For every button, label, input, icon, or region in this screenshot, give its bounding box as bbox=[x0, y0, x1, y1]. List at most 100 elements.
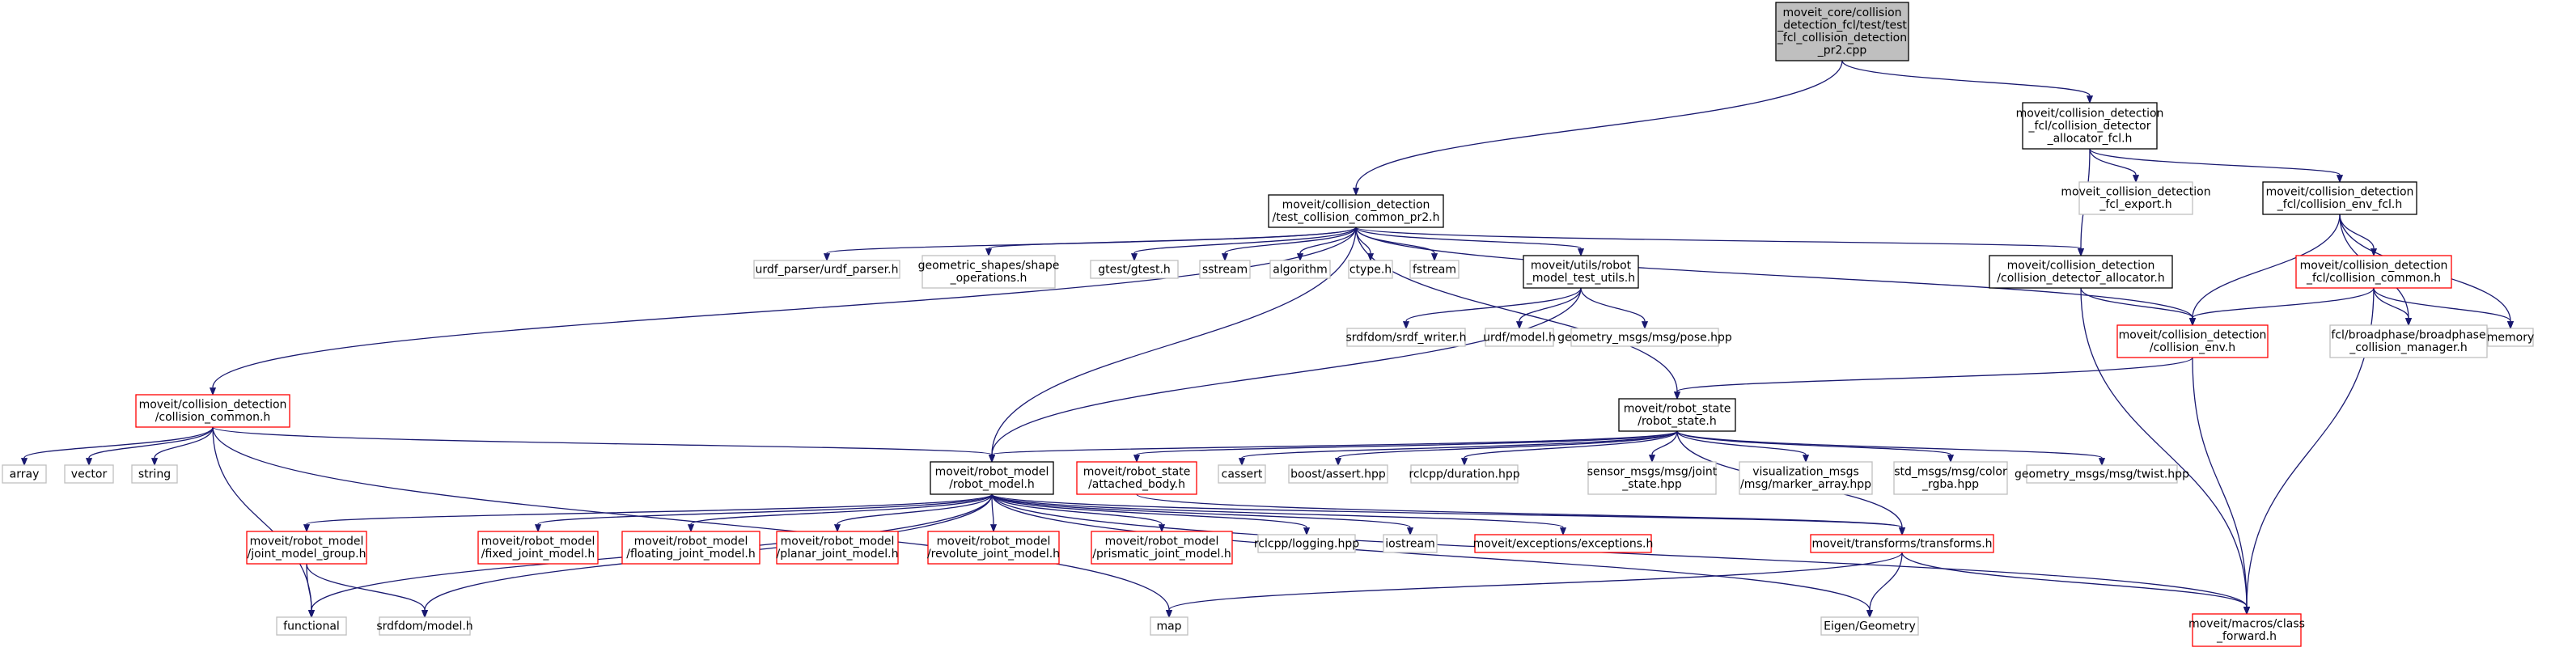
edge-line bbox=[1841, 60, 2091, 96]
edge-line bbox=[991, 493, 1564, 528]
node-allocfcl[interactable]: moveit/collision_detection_fcl/collision… bbox=[2016, 102, 2164, 150]
edge-line bbox=[837, 493, 993, 525]
node-ctype[interactable]: ctype.h bbox=[1348, 260, 1393, 279]
node-array[interactable]: array bbox=[2, 464, 47, 484]
node-exceptions[interactable]: moveit/exceptions/exceptions.h bbox=[1473, 534, 1654, 553]
node-collcommon[interactable]: moveit/collision_detection/collision_com… bbox=[135, 394, 290, 428]
node-srdfwriter[interactable]: srdfdom/srdf_writer.h bbox=[1345, 328, 1467, 347]
node-box bbox=[2116, 324, 2269, 358]
edge-detalloc-to-collenv bbox=[2080, 287, 2197, 327]
edge-arrowhead bbox=[1515, 321, 1523, 330]
node-vector[interactable]: vector bbox=[64, 464, 114, 484]
node-floating[interactable]: moveit/robot_model/floating_joint_model.… bbox=[621, 531, 761, 565]
node-gtest[interactable]: gtest/gtest.h bbox=[1090, 260, 1179, 279]
node-envfcl[interactable]: moveit/collision_detection_fcl/collision… bbox=[2262, 181, 2417, 215]
node-box bbox=[1810, 534, 1994, 553]
node-label-line: functional bbox=[283, 620, 340, 633]
node-label-line: moveit/collision_detection bbox=[2016, 107, 2164, 120]
node-urdfparser[interactable]: urdf_parser/urdf_parser.h bbox=[753, 260, 900, 279]
edge-collcommon-to-map bbox=[212, 426, 1173, 619]
node-box bbox=[1076, 461, 1197, 495]
node-robotmodel[interactable]: moveit/robot_model/robot_model.h bbox=[930, 461, 1054, 495]
node-string[interactable]: string bbox=[131, 464, 178, 484]
node-memory[interactable]: memory bbox=[2487, 328, 2535, 347]
node-fclcommon[interactable]: moveit/collision_detection_fcl/collision… bbox=[2295, 255, 2452, 289]
node-rcllogging[interactable]: rclcpp/logging.hpp bbox=[1254, 534, 1359, 553]
node-map[interactable]: map bbox=[1150, 616, 1188, 636]
node-algorithm[interactable]: algorithm bbox=[1269, 260, 1331, 279]
node-planar[interactable]: moveit/robot_model/planar_joint_model.h bbox=[776, 531, 899, 565]
node-iostream[interactable]: iostream bbox=[1383, 534, 1438, 553]
node-box bbox=[379, 616, 471, 636]
edge-arrowhead bbox=[150, 458, 159, 467]
node-sensorjoint[interactable]: sensor_msgs/msg/joint_state.hpp bbox=[1587, 461, 1718, 495]
node-label-line: _fcl/collision_env_fcl.h bbox=[2277, 198, 2402, 211]
node-prismatic[interactable]: moveit/robot_model/prismatic_joint_model… bbox=[1091, 531, 1233, 565]
edge-line bbox=[1355, 226, 1582, 249]
node-stdcolor[interactable]: std_msgs/msg/color_rgba.hpp bbox=[1893, 461, 2008, 495]
edge-line bbox=[306, 563, 312, 611]
edge-testcommon-to-sstream bbox=[1221, 226, 1357, 262]
node-jmg[interactable]: moveit/robot_model/joint_model_group.h bbox=[246, 531, 367, 565]
node-testcommon[interactable]: moveit/collision_detection/test_collisio… bbox=[1268, 194, 1444, 228]
node-box bbox=[1893, 461, 2008, 495]
edge-robotmodel-to-revolute bbox=[989, 493, 998, 533]
edge-fclcommon-to-collenv bbox=[2188, 287, 2375, 327]
edge-arrowhead bbox=[2506, 321, 2515, 330]
edge-robotmodel-to-transforms bbox=[991, 493, 1906, 536]
edge-line bbox=[212, 426, 993, 455]
node-root: moveit_core/collision_detection_fcl/test… bbox=[1775, 2, 1909, 61]
node-label-line: /floating_joint_model.h bbox=[626, 548, 755, 561]
node-fixed[interactable]: moveit/robot_model/fixed_joint_model.h bbox=[477, 531, 599, 565]
node-box bbox=[1150, 616, 1188, 636]
node-label-line: fstream bbox=[1413, 263, 1456, 276]
node-rmtestutils[interactable]: moveit/utils/robot_model_test_utils.h bbox=[1523, 255, 1639, 289]
node-revolute[interactable]: moveit/robot_model/revolute_joint_model.… bbox=[927, 531, 1060, 565]
edge-fclcommon-to-broadphase bbox=[2373, 287, 2413, 327]
node-attached[interactable]: moveit/robot_state/attached_body.h bbox=[1076, 461, 1197, 495]
node-detalloc[interactable]: moveit/collision_detection/collision_det… bbox=[1989, 255, 2173, 289]
node-geomshapes[interactable]: geometric_shapes/shape_operations.h bbox=[918, 255, 1060, 289]
node-classforward[interactable]: moveit/macros/class_forward.h bbox=[2188, 613, 2305, 647]
edge-arrowhead bbox=[1898, 527, 1906, 536]
node-fstream[interactable]: fstream bbox=[1409, 260, 1460, 279]
edge-arrowhead bbox=[2098, 458, 2106, 467]
node-collenv[interactable]: moveit/collision_detection/collision_env… bbox=[2116, 324, 2269, 358]
node-srdfmodel[interactable]: srdfdom/model.h bbox=[376, 616, 473, 636]
edge-line bbox=[23, 426, 214, 459]
edge-line bbox=[1676, 357, 2193, 392]
edge-line bbox=[991, 430, 1678, 455]
edge-line bbox=[1133, 226, 1357, 254]
node-geopose[interactable]: geometry_msgs/msg/pose.hpp bbox=[1557, 328, 1732, 347]
edge-collcommon-to-vector bbox=[85, 426, 214, 467]
edge-line bbox=[306, 563, 426, 611]
node-box bbox=[927, 531, 1060, 565]
node-label-line: _fcl/collision_detector bbox=[2028, 120, 2151, 133]
edge-arrowhead bbox=[1130, 253, 1138, 262]
node-sstream[interactable]: sstream bbox=[1199, 260, 1251, 279]
node-cassert[interactable]: cassert bbox=[1218, 464, 1266, 484]
edge-robotmodel-to-rcllogging bbox=[991, 493, 1311, 536]
node-eigengeom[interactable]: Eigen/Geometry bbox=[1820, 616, 1919, 636]
edge-robotstate-to-sensorjoint bbox=[1648, 430, 1678, 463]
node-boostassert[interactable]: boost/assert.hpp bbox=[1288, 464, 1388, 484]
edge-arrowhead bbox=[209, 387, 217, 396]
node-label-line: moveit/robot_model bbox=[935, 466, 1049, 479]
edge-line bbox=[2192, 287, 2375, 319]
edge-rmtestutils-to-urdfmodel bbox=[1515, 287, 1582, 330]
node-label-line: /fixed_joint_model.h bbox=[481, 548, 595, 561]
edge-line bbox=[212, 426, 1170, 611]
node-fclexport[interactable]: moveit_collision_detection_fcl_export.h bbox=[2061, 181, 2211, 215]
node-transforms[interactable]: moveit/transforms/transforms.h bbox=[1810, 534, 1994, 553]
node-functional[interactable]: functional bbox=[276, 616, 347, 636]
edge-arrowhead bbox=[1165, 610, 1173, 619]
node-urdfmodel[interactable]: urdf/model.h bbox=[1483, 328, 1556, 347]
node-robotstate[interactable]: moveit/robot_state/robot_state.h bbox=[1618, 398, 1736, 432]
node-box bbox=[2487, 328, 2534, 347]
node-geotwist[interactable]: geometry_msgs/msg/twist.hpp bbox=[2015, 464, 2189, 484]
node-vismsgs[interactable]: visualization_msgs/msg/marker_array.hpp bbox=[1739, 461, 1873, 495]
node-box bbox=[2262, 181, 2417, 215]
node-rclduration[interactable]: rclcpp/duration.hpp bbox=[1409, 464, 1520, 484]
node-broadphase[interactable]: fcl/broadphase/broadphase_collision_mana… bbox=[2329, 324, 2488, 358]
edge-line bbox=[2089, 148, 2341, 176]
